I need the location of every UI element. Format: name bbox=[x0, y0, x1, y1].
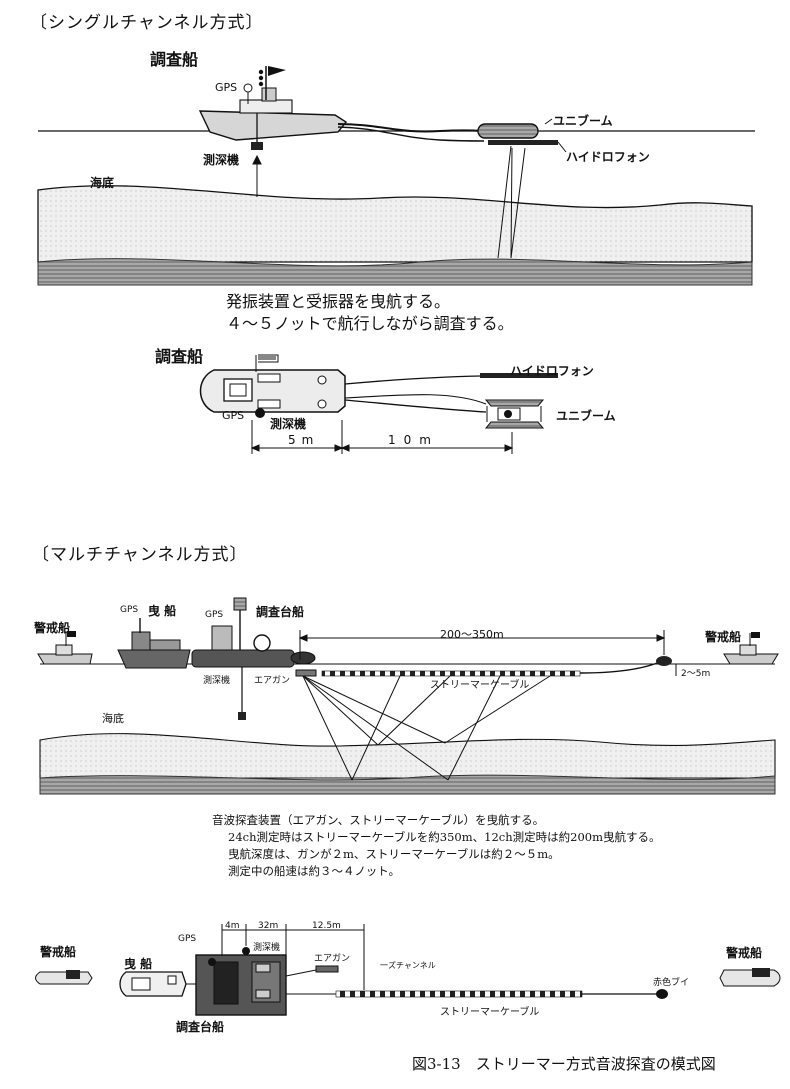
red-buoy-plan bbox=[656, 989, 668, 999]
platform-plan bbox=[195, 947, 287, 1016]
depth-sounder-label: 測深機 bbox=[203, 153, 240, 167]
airgun-plan-label: エアガン bbox=[314, 954, 351, 964]
single-desc-line1: 発振装置と受振器を曳航する。 bbox=[226, 292, 451, 311]
guard-ship-left-plan-label: 警戒船 bbox=[40, 945, 77, 959]
multi-desc-line4: 測定中の船速は約３～４ノット。 bbox=[228, 864, 401, 878]
streamer-label: ストリーマーケーブル bbox=[430, 680, 530, 691]
survey-ship-plan-label: 調査船 bbox=[155, 347, 204, 366]
platform-label: 調査台船 bbox=[256, 605, 305, 619]
multi-channel-section-title: 〔マルチチャンネル方式〕 bbox=[32, 545, 248, 565]
seabed-label: 海底 bbox=[90, 176, 115, 190]
survey-ship-side bbox=[198, 66, 348, 150]
seabed-multi-label: 海底 bbox=[102, 712, 124, 725]
dimension-10m: 10m bbox=[388, 433, 439, 447]
guard-ship-right-side bbox=[723, 632, 779, 665]
dimension-5m: 5m bbox=[288, 433, 320, 447]
guard-ship-right-plan-label: 警戒船 bbox=[726, 946, 763, 960]
tug-plan-label: 曳 船 bbox=[124, 957, 153, 971]
multi-side-view bbox=[37, 597, 779, 795]
platform-plan-label: 調査台船 bbox=[176, 1020, 225, 1034]
range-label: 200～350m bbox=[440, 628, 504, 641]
dimension-32m: 32m bbox=[258, 921, 279, 931]
acoustic-rays bbox=[252, 145, 526, 259]
depth-range-label: 2～5m bbox=[681, 669, 711, 679]
single-desc-line2: ４～５ノットで航行しながら調査する。 bbox=[226, 314, 514, 333]
streamer-plan-label: ストリーマーケーブル bbox=[440, 1007, 540, 1018]
gps-multi-plan-label: GPS bbox=[178, 934, 197, 944]
red-buoy-label: 赤色ブイ bbox=[653, 978, 690, 988]
seabed-deep-layer-multi bbox=[39, 774, 776, 795]
hydrophone-label: ハイドロフォン bbox=[566, 150, 650, 164]
guard-ship-left-plan bbox=[35, 970, 93, 985]
hydrophone-array bbox=[488, 140, 558, 145]
uniboom-label: ユニブーム bbox=[553, 114, 613, 128]
uniboom-float bbox=[477, 123, 539, 139]
figure-caption: 図3-13 ストリーマー方式音波探査の模式図 bbox=[412, 1055, 716, 1073]
gps-tug-label: GPS bbox=[120, 605, 139, 615]
first-channel-label: 一ズチャンネル bbox=[380, 961, 436, 970]
dimension-12-5m: 12.5m bbox=[312, 921, 341, 931]
platform-side bbox=[191, 597, 295, 720]
guard-ship-left-label: 警戒船 bbox=[34, 621, 71, 635]
multi-plan-dimensions bbox=[221, 924, 365, 990]
dimension-4m: 4m bbox=[225, 921, 240, 931]
single-plan-view bbox=[199, 354, 558, 454]
depth-sounder-multi-label: 測深機 bbox=[203, 676, 231, 686]
guard-ship-right-label: 警戒船 bbox=[705, 630, 742, 644]
multi-plan-view bbox=[35, 924, 781, 1016]
guard-ship-right-plan bbox=[719, 968, 781, 987]
multi-desc-line3: 曳航深度は、ガンが２m、ストリーマーケーブルは約２～５m。 bbox=[228, 847, 560, 861]
acoustic-rays-multi bbox=[302, 675, 551, 781]
tug-plan bbox=[119, 971, 196, 997]
uniboom-plan bbox=[484, 399, 545, 429]
uniboom-plan-label: ユニブーム bbox=[556, 409, 616, 423]
streamer-cable-plan bbox=[335, 990, 583, 998]
tug-side bbox=[117, 618, 191, 669]
gps-label: GPS bbox=[215, 81, 238, 94]
seabed-layer bbox=[37, 185, 753, 263]
survey-ship-label: 調査船 bbox=[150, 50, 199, 69]
multi-desc-line1: 音波探査装置（エアガン、ストリーマーケーブル）を曳航する。 bbox=[212, 813, 545, 827]
tug-label: 曳 船 bbox=[148, 604, 177, 618]
gps-platform-label: GPS bbox=[205, 610, 224, 620]
plan-dimensions bbox=[250, 420, 514, 454]
hydrophone-plan-label: ハイドロフォン bbox=[510, 364, 594, 378]
gps-plan-label: GPS bbox=[222, 409, 245, 422]
hydrophone-plan bbox=[480, 373, 558, 378]
tail-buoy bbox=[656, 656, 672, 666]
depth-sounder-plan-label: 測深機 bbox=[270, 417, 307, 431]
seabed-layer-multi bbox=[39, 733, 776, 779]
single-side-view bbox=[37, 66, 755, 286]
seabed-deep-layer bbox=[37, 258, 753, 286]
single-channel-section-title: 〔シングルチャンネル方式〕 bbox=[30, 13, 264, 33]
multi-desc-line2: 24ch測定時はストリーマーケーブルを約350m、12ch測定時は約200m曳航… bbox=[228, 830, 661, 844]
airgun-label: エアガン bbox=[254, 676, 291, 686]
guard-ship-left-side bbox=[37, 631, 93, 665]
depth-sounder-multi-plan-label: 測深機 bbox=[253, 943, 281, 953]
